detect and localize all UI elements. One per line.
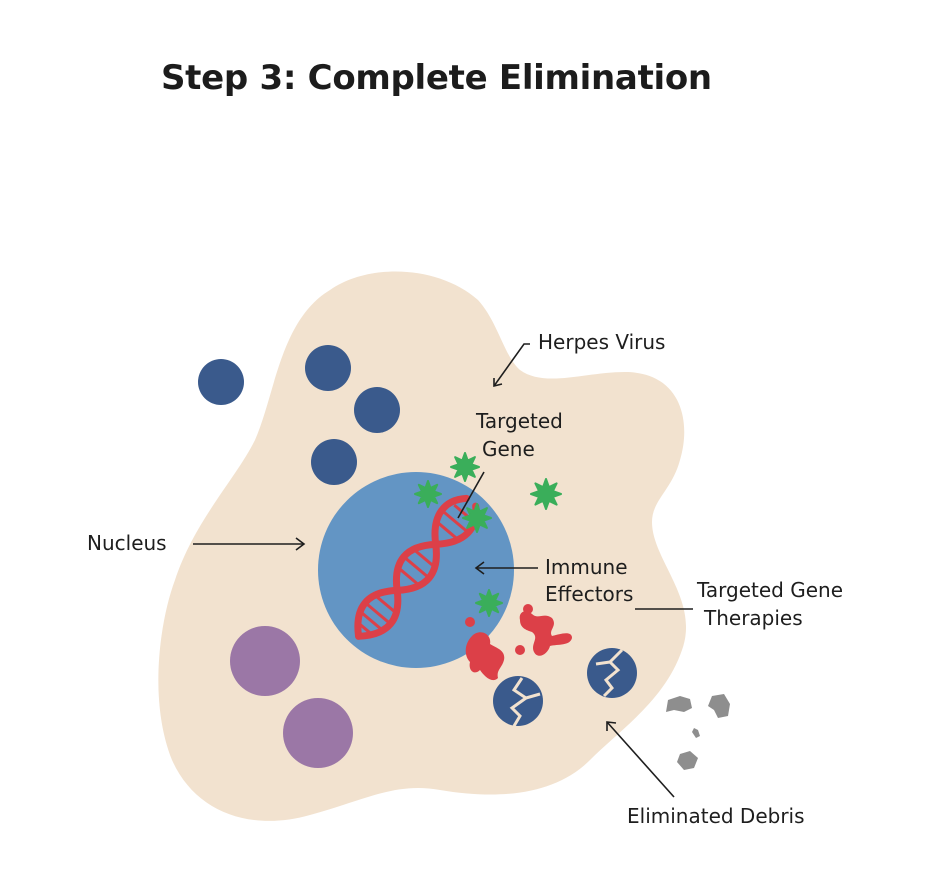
herpes-virus-particle [530,478,562,510]
organelle-blue [198,359,244,405]
label-nucleus: Nucleus [87,531,167,555]
herpes-virus-arrowhead [493,378,503,388]
label-targeted-gene-therapies-line2: Therapies [703,606,803,630]
organelle-purple [230,626,300,696]
herpes-virus-arrow [493,343,530,387]
immune-effector-blob [519,611,572,656]
organelle-blue [311,439,357,485]
label-immune-effectors-line1: Immune [545,555,628,579]
herpes-virus-particle [462,503,492,533]
herpes-virus-particle [414,480,442,508]
label-targeted-gene-line2: Gene [482,437,535,461]
broken-organelle [493,676,543,727]
herpes-virus-particle [475,589,503,617]
immune-effector-droplet [515,645,525,655]
nucleus-arrowhead [295,537,306,551]
immune-effector-droplet [523,604,533,614]
debris-particle [708,694,730,718]
targeted-gene-leader [457,471,485,519]
dna-helix-icon [354,494,480,640]
immune-effectors-arrowhead [474,561,485,575]
debris-particle [692,728,700,738]
eliminated-debris-particles [666,694,730,770]
diagram-title: Step 3: Complete Elimination [161,58,712,98]
eliminated-debris-arrow [606,721,675,798]
organelle-purple [283,698,353,768]
debris-particle [677,751,698,770]
label-targeted-gene-therapies-line1: Targeted Gene [696,578,843,602]
label-eliminated-debris: Eliminated Debris [627,804,805,828]
label-targeted-gene-line1: Targeted [475,409,563,433]
organelle-blue [354,387,400,433]
label-herpes-virus: Herpes Virus [538,330,665,354]
eliminated-debris-arrowhead [606,721,617,731]
label-immune-effectors-line2: Effectors [545,582,633,606]
organelle-blue [305,345,351,391]
debris-particle [666,696,692,712]
immune-effector-cells [465,604,572,681]
broken-organelle [587,648,637,698]
herpes-virus-particle [450,452,480,482]
immune-effector-blob [465,632,505,681]
immune-effector-droplet [465,617,475,627]
